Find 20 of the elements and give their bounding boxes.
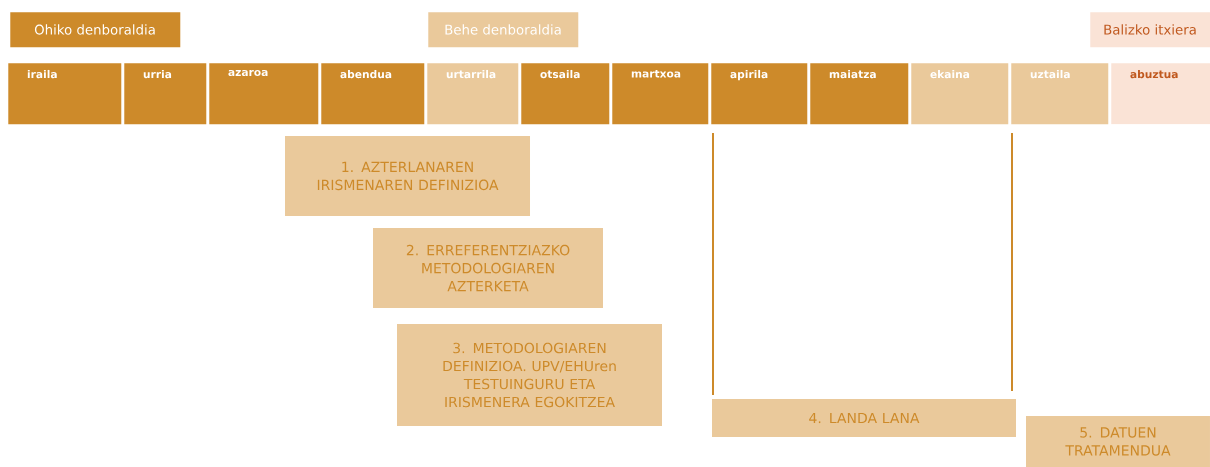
- month-cell: apirila: [711, 63, 808, 125]
- month-cell: urtarrila: [427, 63, 519, 125]
- task-box: 1. AZTERLANAREN IRISMENAREN DEFINIZIOA: [285, 136, 530, 216]
- month-cell: abendua: [321, 63, 425, 125]
- legend-label: Ohiko denboraldia: [34, 24, 155, 35]
- month-cell: abuztua: [1111, 63, 1210, 125]
- month-cell: martxoa: [612, 63, 709, 125]
- month-cell: iraila: [8, 63, 122, 125]
- month-cell: azaroa: [209, 63, 319, 125]
- month-cell: urria: [124, 63, 207, 125]
- month-cell: otsaila: [521, 63, 610, 125]
- task-box: 3. METODOLOGIAREN DEFINIZIOA. UPV/EHUren TESTUINGURU ETA IRISMENERA EGOKITZEA: [397, 324, 662, 426]
- task-box: 5. DATUEN TRATAMENDUA: [1026, 416, 1210, 467]
- legend-label: Behe denboraldia: [445, 24, 561, 35]
- legend-label: Balizko itxiera: [1104, 24, 1196, 35]
- month-cell: maiatza: [810, 63, 909, 125]
- task-box: 4. LANDA LANA: [712, 399, 1016, 437]
- task-box: 2. ERREFERENTZIAZKO METODOLOGIAREN AZTERKETA: [373, 228, 603, 308]
- month-cell: uztaila: [1011, 63, 1109, 125]
- month-cell: ekaina: [911, 63, 1009, 125]
